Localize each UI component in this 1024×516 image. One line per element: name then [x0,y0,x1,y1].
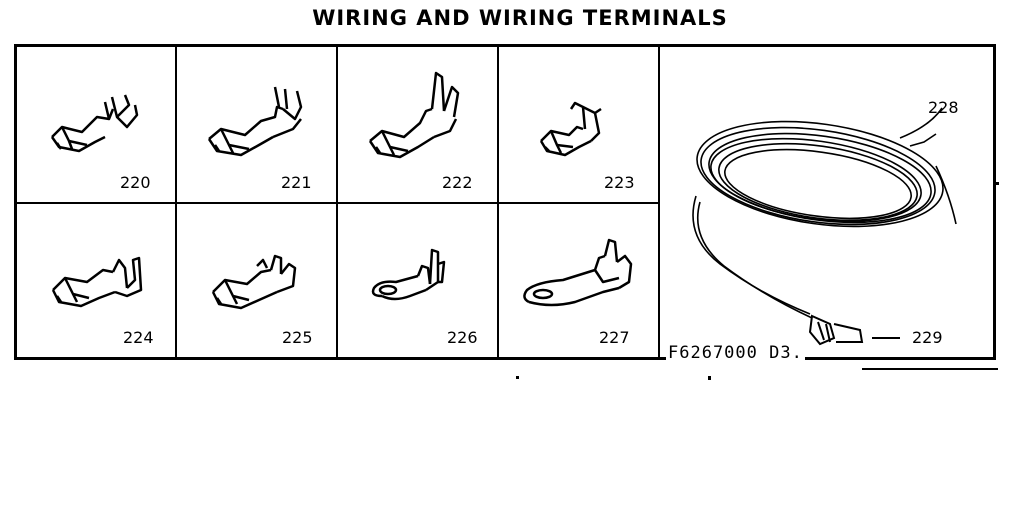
diagram-title: WIRING AND WIRING TERMINALS [312,6,728,30]
part-number: 226 [447,328,478,347]
terminal-part-223: 223 [499,47,658,202]
wire-nut-label-229: 229 [912,328,943,347]
spade-terminal-icon [539,101,602,157]
scan-mark [516,376,519,379]
wire-coil-icon [692,107,957,346]
spade-terminal-icon [50,94,139,153]
spade-terminal-icon [368,71,460,159]
ring-terminal-icon [371,248,446,301]
spade-terminal-icon [51,256,143,308]
wire-nut-icon [808,314,900,346]
terminal-part-224: 224 [17,204,175,358]
scan-mark [708,376,711,380]
baseline-rule [862,368,998,370]
grid-line [16,202,660,204]
part-number: 224 [123,328,154,347]
drawing-code: F6267000 D3. [666,343,805,363]
terminal-part-226: 226 [338,204,497,358]
part-number: 221 [281,173,312,192]
part-number: 227 [599,328,630,347]
terminal-part-221: 221 [177,47,336,202]
wire-label-228: 228 [928,98,959,117]
terminal-part-225: 225 [177,204,336,358]
ring-terminal-icon [523,238,633,307]
scan-mark [996,182,999,185]
parts-frame [14,44,996,360]
terminal-part-227: 227 [499,204,658,358]
terminal-part-220: 220 [17,47,175,202]
part-number: 220 [120,173,151,192]
spade-terminal-icon [211,254,297,310]
part-number: 225 [282,328,313,347]
part-number: 223 [604,173,635,192]
part-number: 222 [442,173,473,192]
spade-terminal-icon [207,86,303,157]
terminal-part-222: 222 [338,47,497,202]
